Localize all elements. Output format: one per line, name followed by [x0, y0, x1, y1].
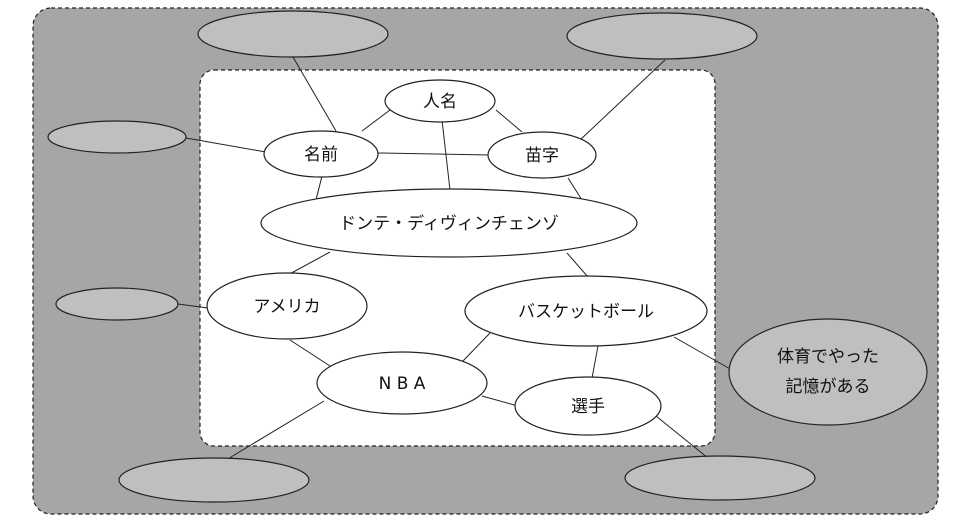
line-jinmei-name — [441, 119, 451, 191]
line-left-upper-namae — [185, 137, 267, 153]
line-basketball-taiiku — [673, 336, 733, 371]
label-taiiku-line2: 記憶がある — [786, 377, 871, 397]
node-jinmei — [384, 79, 496, 123]
line-namae-myouji — [377, 152, 491, 156]
line-namae-name — [315, 175, 323, 201]
node-america — [206, 272, 368, 340]
empty-node-bottom-right — [624, 455, 816, 501]
label-basketball: バスケットボール — [518, 302, 654, 322]
node-basketball — [464, 275, 708, 347]
line-basketball-senshu — [591, 345, 599, 379]
line-nba-bottom-left — [225, 400, 325, 461]
label-name: ドンテ・ディヴィンチェンゾ — [339, 213, 559, 234]
line-nba-basketball — [461, 332, 491, 363]
line-senshu-bottom-right — [655, 415, 709, 459]
label-america: アメリカ — [253, 297, 320, 317]
node-taiiku — [728, 318, 928, 426]
label-jinmei: 人名 — [423, 92, 457, 112]
node-senshu — [514, 376, 662, 436]
line-top-right-myouji — [579, 59, 666, 141]
line-left-mid-america — [177, 303, 209, 309]
line-america-nba — [289, 339, 331, 367]
node-namae — [263, 130, 379, 178]
empty-node-top-left — [197, 10, 389, 58]
line-namae-jinmei — [361, 109, 391, 132]
label-senshu: 選手 — [571, 397, 605, 417]
empty-node-left-upper — [47, 120, 187, 154]
line-nba-senshu — [481, 395, 519, 407]
label-taiiku-line1: 体育でやった — [777, 347, 879, 367]
node-name — [260, 188, 638, 258]
line-name-america — [285, 251, 331, 277]
line-myouji-name — [567, 177, 583, 201]
node-nba — [316, 351, 488, 415]
line-jinmei-myouji — [495, 109, 523, 133]
connector-lines — [177, 56, 733, 461]
node-myouji — [487, 131, 597, 179]
empty-node-bottom-left — [118, 457, 310, 503]
label-namae: 名前 — [304, 145, 338, 165]
line-top-left-namae — [292, 56, 337, 132]
label-nba: N B A — [379, 374, 426, 394]
label-myouji: 苗字 — [525, 146, 559, 166]
empty-node-top-right — [566, 12, 758, 60]
empty-node-left-mid — [55, 287, 179, 321]
line-name-basketball — [566, 252, 589, 278]
